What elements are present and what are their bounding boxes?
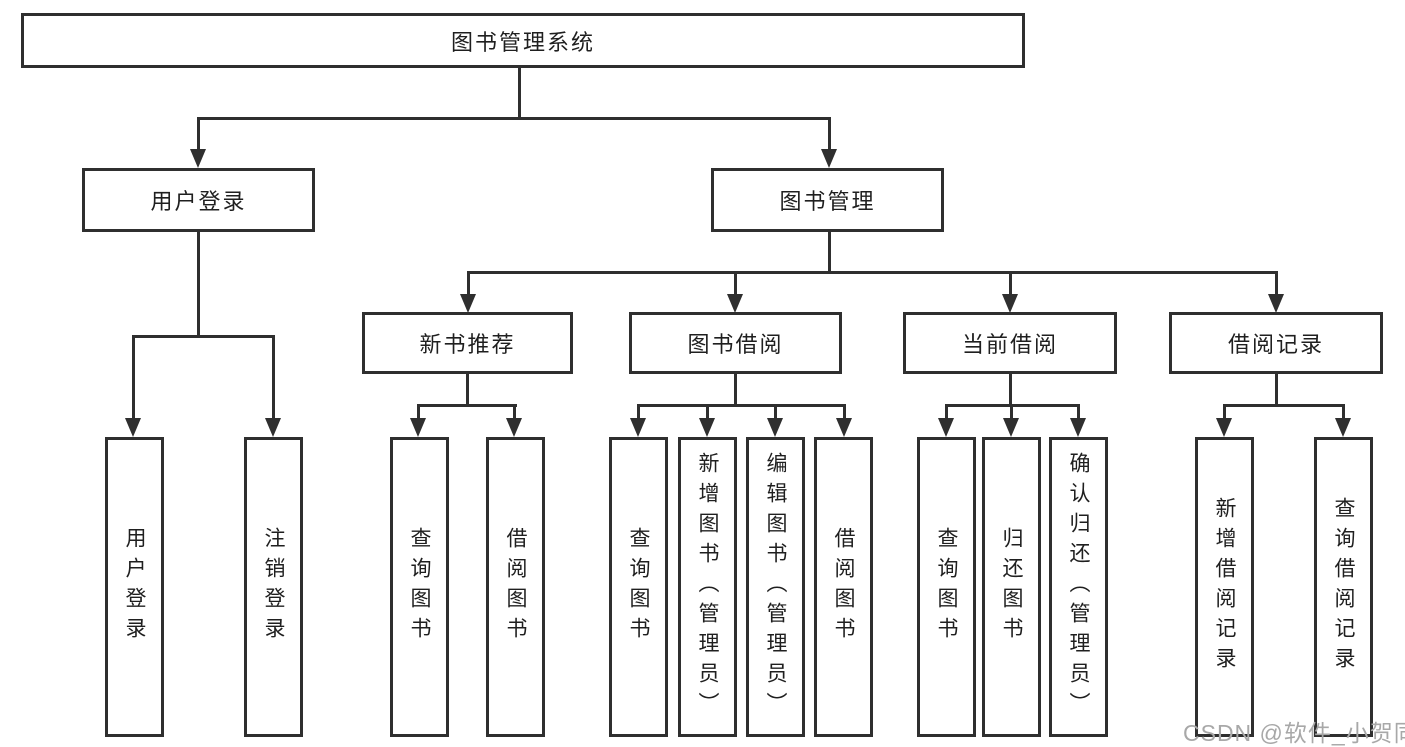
leaf-label: 查询图书 (627, 527, 650, 647)
arrow-to-leaf-query-record (1335, 418, 1351, 437)
node-label: 用户登录 (150, 189, 247, 214)
connector-to-leaf-query-books-1 (417, 404, 420, 420)
leaf-add-books-admin: 新增图书（管理员） (678, 437, 737, 737)
arrow-to-user-login (190, 149, 206, 168)
leaf-label: 归还图书 (1000, 527, 1023, 647)
node-label: 图书借阅 (687, 332, 784, 357)
leaf-logout: 注销登录 (244, 437, 303, 737)
leaf-label: 新增借阅记录 (1213, 497, 1236, 677)
node-book-borrow: 图书借阅 (629, 312, 842, 374)
connector-book-management-crossbar (467, 271, 1278, 274)
node-current-borrow: 当前借阅 (903, 312, 1117, 374)
leaf-query-books-current: 查询图书 (917, 437, 976, 737)
connector-to-leaf-borrow-books-1 (513, 404, 516, 420)
node-user-login: 用户登录 (82, 168, 315, 232)
connector-to-leaf-add-record (1223, 404, 1226, 420)
arrow-to-leaf-query-books-2 (630, 418, 646, 437)
connector-root-stem (518, 68, 521, 120)
connector-book-borrow-stem (734, 374, 737, 407)
connector-root-crossbar (197, 117, 831, 120)
connector-borrow-records-stem (1275, 374, 1278, 407)
connector-to-leaf-logout (272, 335, 275, 420)
connector-current-borrow-stem (1009, 374, 1012, 407)
connector-to-user-login (197, 117, 200, 153)
connector-borrow-records-crossbar (1223, 404, 1345, 407)
csdn-watermark: CSDN @软件_小贺同学 (1183, 720, 1405, 746)
leaf-label: 编辑图书（管理员） (764, 452, 787, 722)
connector-to-leaf-return-books (1010, 404, 1013, 420)
leaf-query-books-recommend: 查询图书 (390, 437, 449, 737)
leaf-query-borrow-record: 查询借阅记录 (1314, 437, 1373, 737)
arrow-to-leaf-query-books-3 (938, 418, 954, 437)
node-label: 当前借阅 (961, 332, 1058, 357)
arrow-to-leaf-logout (265, 418, 281, 437)
leaf-add-borrow-record: 新增借阅记录 (1195, 437, 1254, 737)
leaf-label: 用户登录 (123, 527, 146, 647)
connector-to-new-book-recommend (467, 271, 470, 296)
connector-new-book-recommend-stem (466, 374, 469, 407)
arrow-to-leaf-return-books (1003, 418, 1019, 437)
connector-to-book-management (828, 117, 831, 153)
leaf-query-books-borrow: 查询图书 (609, 437, 668, 737)
arrow-to-current-borrow (1002, 294, 1018, 313)
node-label: 图书管理系统 (450, 29, 595, 55)
connector-to-borrow-records (1275, 271, 1278, 296)
connector-user-login-crossbar (132, 335, 275, 338)
leaf-label: 查询图书 (408, 527, 431, 647)
connector-to-leaf-query-record (1342, 404, 1345, 420)
connector-to-leaf-user-login (132, 335, 135, 420)
node-label: 新书推荐 (419, 332, 516, 357)
leaf-label: 新增图书（管理员） (696, 452, 719, 722)
node-library-management-system: 图书管理系统 (21, 13, 1025, 68)
connector-new-book-recommend-crossbar (417, 404, 517, 407)
arrow-to-leaf-add-books (699, 418, 715, 437)
arrow-to-leaf-borrow-books-2 (836, 418, 852, 437)
arrow-to-leaf-edit-books (767, 418, 783, 437)
leaf-borrow-books-borrow: 借阅图书 (814, 437, 873, 737)
leaf-label: 查询图书 (935, 527, 958, 647)
leaf-confirm-return-admin: 确认归还（管理员） (1049, 437, 1108, 737)
connector-book-management-stem (828, 232, 831, 274)
arrow-to-book-borrow (727, 294, 743, 313)
arrow-to-leaf-borrow-books-1 (506, 418, 522, 437)
connector-to-current-borrow (1009, 271, 1012, 296)
leaf-return-books: 归还图书 (982, 437, 1041, 737)
arrow-to-leaf-query-books-1 (410, 418, 426, 437)
node-new-book-recommend: 新书推荐 (362, 312, 573, 374)
connector-to-leaf-edit-books (774, 404, 777, 420)
leaf-label: 确认归还（管理员） (1067, 452, 1090, 722)
leaf-label: 注销登录 (262, 527, 285, 647)
node-borrow-records: 借阅记录 (1169, 312, 1383, 374)
leaf-user-login: 用户登录 (105, 437, 164, 737)
arrow-to-new-book-recommend (460, 294, 476, 313)
node-label: 借阅记录 (1227, 332, 1324, 357)
connector-to-leaf-borrow-books-2 (843, 404, 846, 420)
connector-user-login-stem (197, 232, 200, 338)
arrow-to-book-management (821, 149, 837, 168)
connector-to-leaf-confirm-return (1077, 404, 1080, 420)
connector-to-leaf-add-books (706, 404, 709, 420)
leaf-label: 借阅图书 (504, 527, 527, 647)
arrow-to-leaf-user-login (125, 418, 141, 437)
connector-to-book-borrow (734, 271, 737, 296)
arrow-to-leaf-add-record (1216, 418, 1232, 437)
node-book-management: 图书管理 (711, 168, 944, 232)
leaf-label: 借阅图书 (832, 527, 855, 647)
connector-book-borrow-crossbar (637, 404, 846, 407)
connector-to-leaf-query-books-2 (637, 404, 640, 420)
leaf-borrow-books-recommend: 借阅图书 (486, 437, 545, 737)
connector-to-leaf-query-books-3 (945, 404, 948, 420)
arrow-to-leaf-confirm-return (1070, 418, 1086, 437)
node-label: 图书管理 (779, 189, 876, 214)
arrow-to-borrow-records (1268, 294, 1284, 313)
leaf-label: 查询借阅记录 (1332, 497, 1355, 677)
leaf-edit-books-admin: 编辑图书（管理员） (746, 437, 805, 737)
